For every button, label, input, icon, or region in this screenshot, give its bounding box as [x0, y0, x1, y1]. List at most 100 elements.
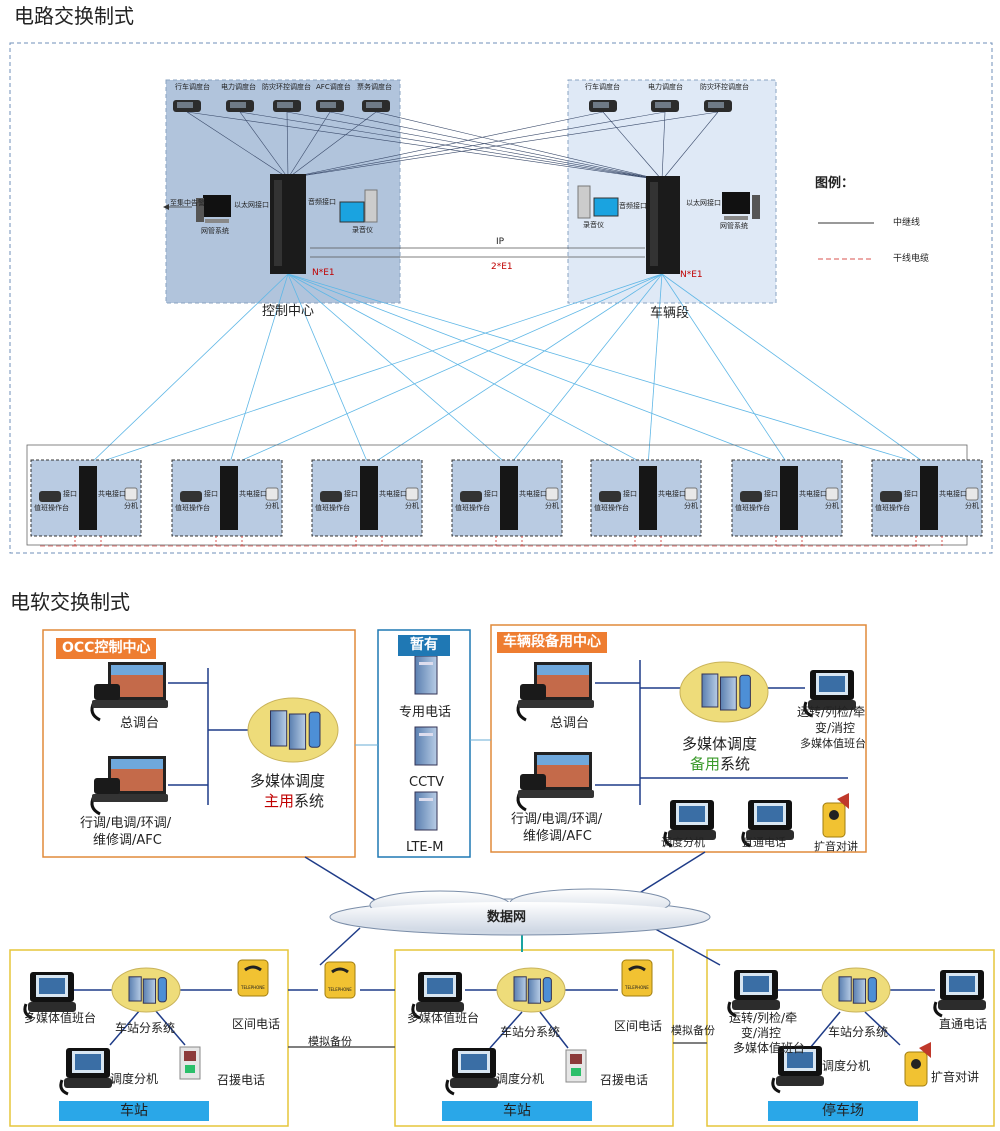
dispatch-lines [186, 111, 719, 181]
yard-ops-line3: 多媒体值班台 [733, 1041, 806, 1055]
depot-intercom-label: 扩音对讲 [814, 840, 858, 853]
data-network-cloud [329, 888, 711, 936]
depot-console-2: 电力调度台 [648, 83, 683, 91]
st2-dispatch-ext-icon [445, 1048, 498, 1096]
occ-system-line1: 多媒体调度 [250, 772, 326, 790]
station-7-port2-label: 共电接口 [939, 490, 967, 498]
st2-sub-label: 车站分系统 [500, 1025, 561, 1039]
st1-section-phone-label: 区间电话 [232, 1017, 281, 1031]
depot-console-1: 行车调度台 [585, 83, 620, 91]
depot-dispatch-console-icon [516, 752, 594, 812]
depot-ne1-label: N*E1 [680, 270, 703, 280]
station-1-ext-label: 分机 [124, 502, 138, 510]
cc-audio-if-label: 音频接口 [308, 198, 336, 206]
yard-ops-console-icon [727, 970, 780, 1018]
st2-console-icon [411, 972, 464, 1020]
station-2-duty-label: 值班操作台 [175, 504, 210, 512]
yard-intercom-icon [904, 1042, 931, 1087]
cc-console-icon-5 [362, 100, 390, 112]
station-uplinks [87, 273, 930, 467]
occ-system-line2: 主用系统 [264, 794, 324, 809]
cc-console-4: AFC调度台 [316, 83, 351, 91]
cc-console-icon-4 [316, 100, 344, 112]
cc-nms-label: 网管系统 [201, 227, 229, 235]
depot-general-label: 总调台 [550, 716, 590, 731]
occ-multimedia-server-icon [247, 697, 339, 763]
yard-dispatch-ext-label: 调度分机 [822, 1059, 871, 1073]
st1-console-icon [23, 972, 76, 1020]
depot-console-icon-2 [651, 100, 679, 112]
st1-section-phone-icon [237, 959, 269, 997]
depot-audio-if-label: 音频接口 [619, 202, 647, 210]
station-6-port1-label: 接口 [764, 490, 778, 498]
ip-link-label: IP [496, 237, 505, 247]
station-6-duty-label: 值班操作台 [735, 504, 770, 512]
station-4-ext-label: 分机 [545, 502, 559, 510]
occ-system-main: 主用 [264, 792, 295, 810]
cc-eth-if-label: 以太网接口 [234, 201, 269, 209]
station-row [30, 459, 983, 547]
shared-tag: 暂有 [398, 635, 450, 656]
station-7-duty-label: 值班操作台 [875, 504, 910, 512]
station-7-ext-label: 分机 [965, 502, 979, 510]
occ-general-console-icon [90, 662, 168, 722]
yard-dispatch-ext-icon [771, 1046, 824, 1094]
depot-system-line1: 多媒体调度 [682, 735, 758, 753]
st1-net-line [319, 927, 361, 966]
st2-help-label: 召援电话 [600, 1073, 649, 1087]
shared-item-2: CCTV [409, 775, 444, 790]
station-1 [30, 459, 142, 546]
analog-backup-label-2: 模拟备份 [671, 1024, 715, 1037]
st1-name-bar: 车站 [59, 1101, 209, 1121]
depot-ops-line1: 运转/列检/牵 [797, 705, 866, 719]
station-7-port1-label: 接口 [904, 490, 918, 498]
section2-icons [23, 655, 986, 1096]
yard-direct-phone-icon [933, 970, 986, 1018]
station-4-port2-label: 共电接口 [519, 490, 547, 498]
shared-ltem-server-icon [414, 791, 438, 831]
occ-dispatch-line1: 行调/电调/环调/ [80, 816, 172, 831]
shared-cctv-server-icon [414, 726, 438, 766]
section1-frame [9, 42, 993, 554]
station-7 [871, 459, 983, 546]
section2-title: 电软交换制式 [10, 590, 130, 614]
station-5-port1-label: 接口 [623, 490, 637, 498]
st1-section-phone-text: TELEPHONE [241, 985, 265, 990]
station-6-ext-label: 分机 [825, 502, 839, 510]
cc-console-3: 防灾环控调度台 [262, 83, 311, 91]
depot-cabinet-panel [650, 182, 658, 266]
station-3-port2-label: 共电接口 [379, 490, 407, 498]
depot-backup-tag: 车辆段备用中心 [497, 632, 607, 653]
depot-dispatch-line2: 维修调/AFC [523, 829, 592, 844]
cc-console-icon-3 [273, 100, 301, 112]
station-2 [171, 459, 283, 546]
depot-ops-line2: 变/消控 [815, 721, 856, 735]
st1-help-label: 召援电话 [217, 1073, 266, 1087]
st1-console-label: 多媒体值班台 [24, 1011, 97, 1025]
station-5 [590, 459, 702, 546]
occ-net-line [304, 856, 376, 901]
depot-dispatch-line1: 行调/电调/环调/ [511, 812, 603, 827]
depot-direct-phone-icon [741, 800, 794, 848]
depot-system-line2: 备用系统 [690, 757, 750, 772]
occ-general-label: 总调台 [120, 716, 160, 731]
yard-net-line [649, 925, 721, 966]
st2-section-phone-label: 区间电话 [614, 1019, 663, 1033]
depot-multimedia-server-icon [679, 661, 769, 723]
cc-name: 控制中心 [262, 304, 315, 319]
cc-ext-alarm-label: 至集中告警 [170, 199, 205, 207]
shared-item-3: LTE-M [406, 840, 444, 855]
yard-subsystem-icon [821, 967, 891, 1013]
station-5-duty-label: 值班操作台 [594, 504, 629, 512]
station-6-port2-label: 共电接口 [799, 490, 827, 498]
cc-console-5: 票务调度台 [357, 83, 392, 91]
shared-item-1: 专用电话 [399, 705, 452, 720]
occ-dispatch-line2: 维修调/AFC [93, 833, 162, 848]
depot-nms-computer [722, 192, 760, 220]
depot-system-tail: 系统 [720, 755, 751, 773]
yard-ops-line2: 变/消控 [741, 1026, 782, 1040]
cc-cabinet-panel [274, 180, 282, 266]
depot-recorder-label: 录音仪 [583, 221, 604, 229]
depot-system-backup: 备用 [690, 755, 721, 773]
